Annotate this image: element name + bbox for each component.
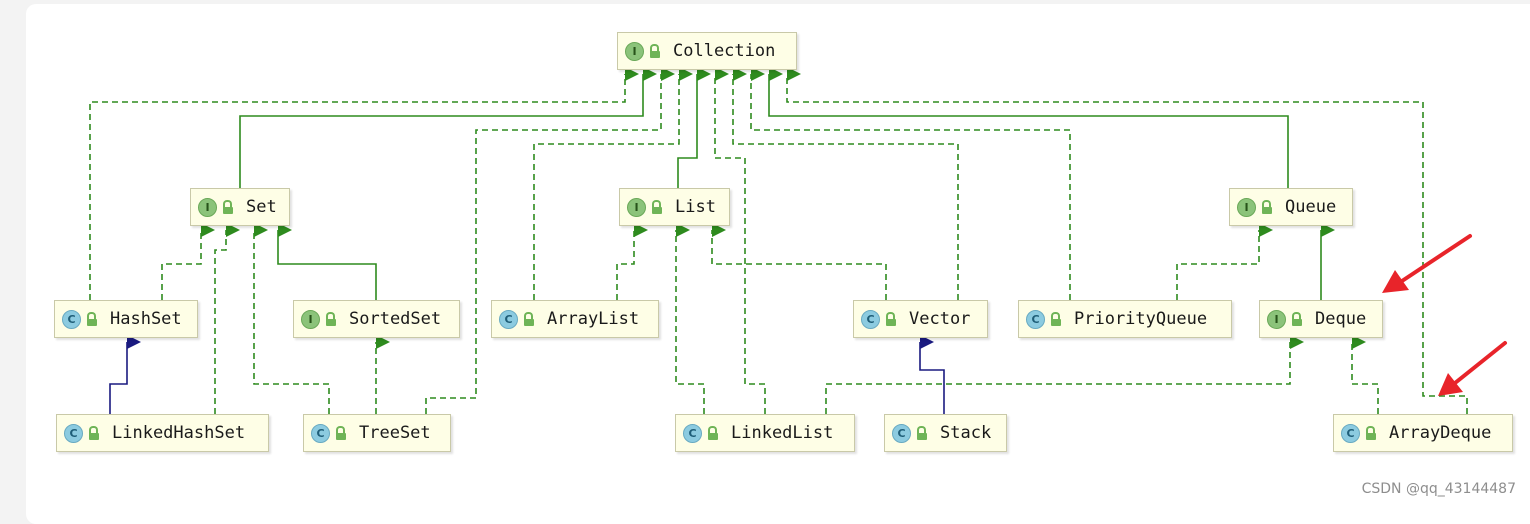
- class-icon: C: [892, 423, 911, 443]
- link-arraylist-list: [616, 223, 648, 300]
- link-vector-list: [711, 223, 887, 300]
- link-arraylist-collection: [533, 67, 693, 300]
- node-label: Vector: [909, 309, 971, 329]
- link-arraydeque-deque: [1351, 335, 1379, 414]
- lock-icon: [86, 312, 98, 326]
- link-priorityqueue-collection: [750, 67, 1071, 300]
- node-label: Deque: [1315, 309, 1367, 329]
- node-label: Queue: [1285, 197, 1337, 217]
- link-vector-collection: [732, 67, 959, 300]
- link-linkedhashset-hashset: [109, 335, 141, 414]
- link-treeset-collection: [425, 67, 675, 414]
- interface-icon: I: [627, 197, 646, 217]
- lock-icon: [916, 426, 928, 440]
- node-queue[interactable]: I Queue: [1229, 188, 1353, 226]
- node-label: Set: [246, 197, 277, 217]
- node-label: PriorityQueue: [1074, 309, 1208, 329]
- class-icon: C: [1341, 423, 1360, 443]
- interface-icon: I: [1267, 309, 1286, 329]
- node-hashset[interactable]: C HashSet: [54, 300, 198, 338]
- lock-icon: [523, 312, 535, 326]
- link-sortedset-set: [277, 223, 377, 300]
- node-vector[interactable]: C Vector: [853, 300, 988, 338]
- link-treeset-set: [253, 223, 330, 414]
- link-arraydeque-collection: [786, 67, 1468, 414]
- link-linkedhashset-set: [214, 223, 240, 414]
- class-icon: C: [499, 309, 518, 329]
- node-label: List: [675, 197, 716, 217]
- link-linkedlist-collection: [714, 67, 766, 414]
- watermark: CSDN @qq_43144487: [1361, 481, 1516, 497]
- node-stack[interactable]: C Stack: [884, 414, 1007, 452]
- node-collection[interactable]: I Collection: [617, 32, 797, 70]
- class-icon: C: [861, 309, 880, 329]
- link-hashset-collection: [89, 67, 639, 300]
- node-label: LinkedList: [731, 423, 834, 443]
- lock-icon: [707, 426, 719, 440]
- class-icon: C: [64, 423, 83, 443]
- annotation-arrows: [1382, 234, 1507, 396]
- link-queue-collection: [768, 67, 1289, 188]
- node-treeset[interactable]: C TreeSet: [303, 414, 451, 452]
- node-label: ArrayList: [547, 309, 640, 329]
- lock-icon: [1291, 312, 1303, 326]
- node-sortedset[interactable]: I SortedSet: [293, 300, 460, 338]
- class-icon: C: [311, 423, 330, 443]
- node-label: ArrayDeque: [1389, 423, 1492, 443]
- link-linkedlist-list: [675, 223, 705, 414]
- node-arraylist[interactable]: C ArrayList: [491, 300, 659, 338]
- node-linkedlist[interactable]: C LinkedList: [675, 414, 855, 452]
- link-linkedlist-deque: [825, 335, 1304, 414]
- lock-icon: [1365, 426, 1377, 440]
- node-label: SortedSet: [349, 309, 442, 329]
- interface-icon: I: [301, 309, 320, 329]
- interface-icon: I: [1237, 197, 1256, 217]
- interface-icon: I: [625, 41, 644, 61]
- node-list[interactable]: I List: [619, 188, 730, 226]
- link-set-collection: [239, 67, 657, 188]
- node-label: Stack: [940, 423, 992, 443]
- link-list-collection: [677, 67, 711, 188]
- node-label: Collection: [673, 41, 776, 61]
- node-deque[interactable]: I Deque: [1259, 300, 1383, 338]
- lock-icon: [651, 200, 663, 214]
- node-linkedhashset[interactable]: C LinkedHashSet: [56, 414, 269, 452]
- lock-icon: [1050, 312, 1062, 326]
- node-arraydeque[interactable]: C ArrayDeque: [1333, 414, 1513, 452]
- link-priorityqueue-queue: [1176, 223, 1273, 300]
- node-set[interactable]: I Set: [190, 188, 290, 226]
- class-icon: C: [62, 309, 81, 329]
- interface-icon: I: [198, 197, 217, 217]
- link-hashset-set: [161, 223, 215, 300]
- lock-icon: [1261, 200, 1273, 214]
- lock-icon: [222, 200, 234, 214]
- lock-icon: [325, 312, 337, 326]
- lock-icon: [885, 312, 897, 326]
- relationship-lines: [89, 67, 1507, 414]
- node-priorityqueue[interactable]: C PriorityQueue: [1018, 300, 1232, 338]
- node-label: TreeSet: [359, 423, 431, 443]
- node-label: LinkedHashSet: [112, 423, 246, 443]
- lock-icon: [335, 426, 347, 440]
- link-stack-vector: [919, 335, 945, 414]
- class-icon: C: [683, 423, 702, 443]
- node-label: HashSet: [110, 309, 182, 329]
- lock-icon: [649, 44, 661, 58]
- lock-icon: [88, 426, 100, 440]
- class-icon: C: [1026, 309, 1045, 329]
